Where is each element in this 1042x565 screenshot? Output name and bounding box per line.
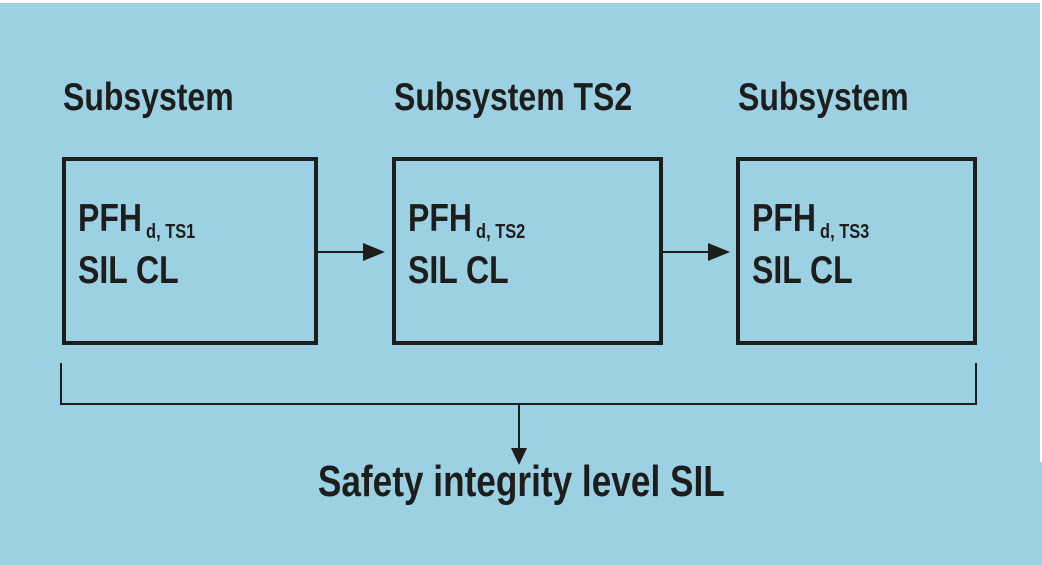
bracket-bottom-line [60,403,977,405]
diagram-background [0,3,1042,565]
subsystem-2-title: Subsystem TS2 [394,78,684,117]
subsystem-2-pfh-subscript: d, TS2 [476,221,526,243]
subsystem-3-pfh-subscript: d, TS3 [820,221,870,243]
bracket-right-line [975,363,977,405]
arrow-right-2-line [663,251,709,253]
subsystem-3-title-text: Subsystem [738,76,909,119]
subsystem-1-sil-label: SIL CL [78,249,179,292]
arrow-right-1-icon [363,243,385,261]
subsystem-3-sil-label: SIL CL [752,249,853,292]
subsystem-3-sil-line: SIL CL [752,245,973,297]
arrow-down-line [518,405,520,449]
subsystem-2-sil-line: SIL CL [408,245,659,297]
subsystem-1-title-text: Subsystem [63,76,234,119]
subsystem-1-title: Subsystem [63,78,271,117]
subsystem-3-title: Subsystem [738,78,946,117]
arrow-down-icon [511,448,527,465]
subsystem-1-pfh-label: PFH [78,197,142,240]
subsystem-2-title-text: Subsystem TS2 [394,76,633,119]
page-margin [1040,0,1042,462]
subsystem-2-sil-label: SIL CL [408,249,509,292]
bracket-left-line [60,363,62,405]
subsystem-2-pfh-label: PFH [408,197,472,240]
subsystem-1-pfh-subscript: d, TS1 [146,221,196,243]
subsystem-1-sil-line: SIL CL [78,245,314,297]
result-label: Safety integrity level SIL [0,460,1042,504]
arrow-right-1-line [318,251,364,253]
subsystem-3-pfh-label: PFH [752,197,816,240]
result-label-text: Safety integrity level SIL [317,457,725,506]
arrow-right-2-icon [708,243,730,261]
